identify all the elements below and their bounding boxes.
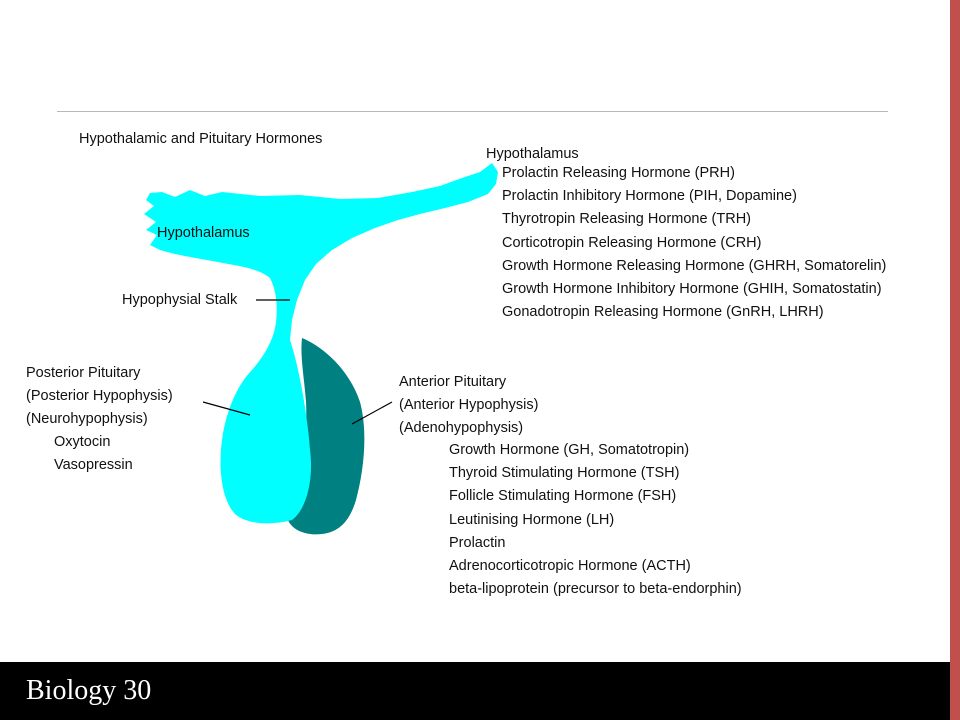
- anterior-leader-line: [351, 401, 393, 425]
- footer-bar: Biology 30: [0, 662, 950, 720]
- anterior-hormone-list: Growth Hormone (GH, Somatotropin) Thyroi…: [449, 441, 742, 603]
- stalk-label: Hypophysial Stalk: [122, 292, 238, 308]
- list-item: Growth Hormone Releasing Hormone (GHRH, …: [502, 257, 887, 274]
- list-item: Gonadotropin Releasing Hormone (GnRH, LH…: [502, 304, 824, 321]
- list-item: Adrenocorticotropic Hormone (ACTH): [449, 557, 691, 574]
- slide-canvas: [0, 0, 950, 662]
- pituitary-diagram: [144, 163, 498, 535]
- hypothalamus-hormone-list: Prolactin Releasing Hormone (PRH) Prolac…: [502, 164, 886, 326]
- anterior-heading-line: Anterior Pituitary: [399, 374, 507, 390]
- list-item: Prolactin Inhibitory Hormone (PIH, Dopam…: [502, 188, 797, 205]
- hypothalamus-posterior-shape: [144, 163, 498, 524]
- hypothalamus-shape-label: Hypothalamus: [157, 225, 250, 241]
- list-item: Follicle Stimulating Hormone (FSH): [449, 488, 677, 505]
- list-item: beta-lipoprotein (precursor to beta-endo…: [449, 581, 742, 598]
- side-accent-bar: [950, 0, 960, 720]
- list-item: Thyrotropin Releasing Hormone (TRH): [502, 211, 751, 228]
- list-item: Leutinising Hormone (LH): [449, 511, 615, 528]
- anterior-heading-line: (Adenohypophysis): [399, 420, 524, 437]
- diagram-title: Hypothalamic and Pituitary Hormones: [79, 131, 323, 147]
- list-item: Corticotropin Releasing Hormone (CRH): [502, 234, 762, 251]
- list-item: Growth Hormone (GH, Somatotropin): [449, 442, 690, 458]
- posterior-leader-line: [202, 401, 251, 416]
- anterior-heading-line: (Anterior Hypophysis): [399, 397, 539, 414]
- footer-course-label: Biology 30: [26, 675, 152, 706]
- posterior-heading-line: (Neurohypophysis): [26, 411, 148, 428]
- posterior-heading-line: (Posterior Hypophysis): [26, 388, 173, 405]
- list-item: Prolactin: [449, 534, 506, 551]
- list-item: Oxytocin: [54, 434, 111, 450]
- list-item: Vasopressin: [54, 457, 133, 474]
- posterior-hormone-list: Oxytocin Vasopressin: [54, 433, 133, 479]
- list-item: Thyroid Stimulating Hormone (TSH): [449, 465, 680, 482]
- title-divider: [57, 111, 888, 112]
- anterior-pituitary-heading: Anterior Pituitary (Anterior Hypophysis)…: [399, 373, 538, 443]
- hypothalamus-heading: Hypothalamus: [486, 146, 579, 162]
- posterior-heading-line: Posterior Pituitary: [26, 365, 141, 381]
- posterior-pituitary-heading: Posterior Pituitary (Posterior Hypophysi…: [26, 364, 173, 434]
- list-item: Growth Hormone Inhibitory Hormone (GHIH,…: [502, 280, 882, 297]
- list-item: Prolactin Releasing Hormone (PRH): [502, 165, 735, 181]
